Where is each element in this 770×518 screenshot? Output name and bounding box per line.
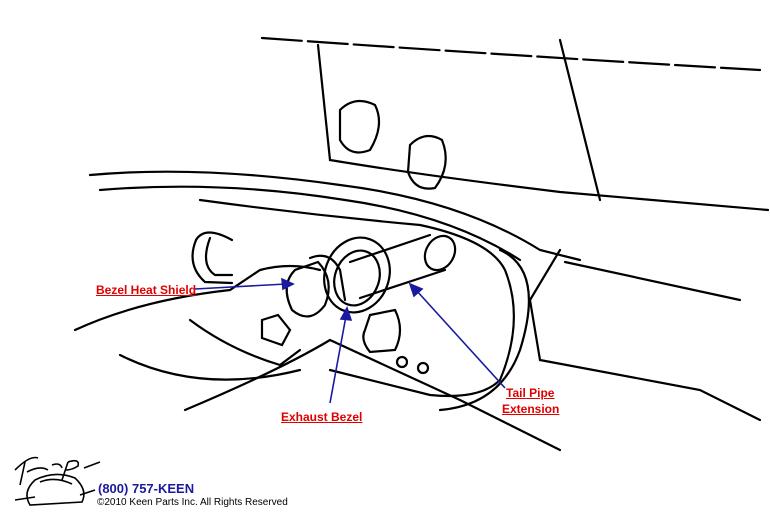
exhaust-bezel-link[interactable]: Exhaust Bezel: [281, 410, 363, 424]
car-rear-line-art: [73, 36, 770, 452]
callout-arrows: [194, 277, 506, 404]
keen-parts-logo: [14, 456, 101, 506]
tail-pipe-extension-link-line2[interactable]: Extension: [502, 402, 560, 416]
tail-pipe-extension-link-line1[interactable]: Tail Pipe: [506, 386, 555, 400]
copyright-text: ©2010 Keen Parts Inc. All Rights Reserve…: [97, 497, 288, 508]
bezel-heat-shield-link[interactable]: Bezel Heat Shield: [96, 283, 197, 297]
phone-number: (800) 757-KEEN: [98, 481, 195, 496]
